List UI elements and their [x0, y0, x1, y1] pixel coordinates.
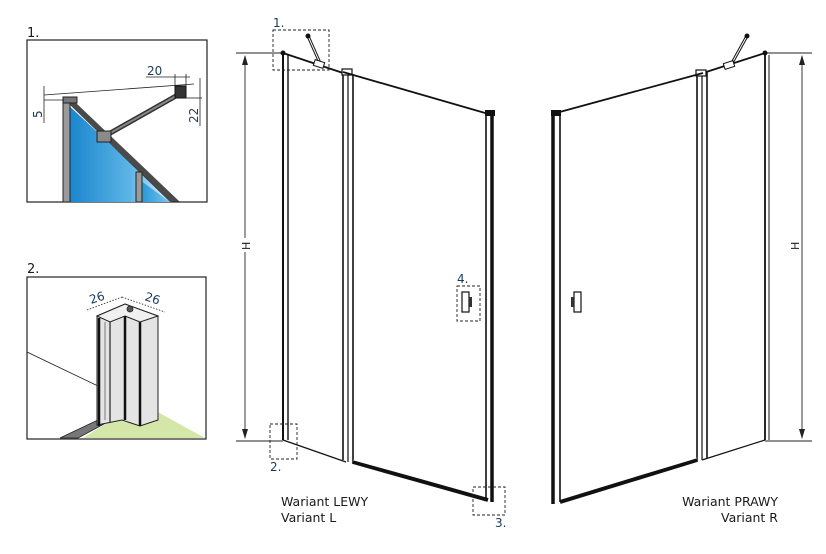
door-handle-left: [461, 291, 470, 313]
dim-26-b: 26: [143, 290, 162, 308]
dim-20: 20: [147, 64, 162, 78]
left-variant-line2: Variant L: [281, 510, 337, 525]
callout-box-1: [272, 29, 330, 71]
wall-bracket: [174, 85, 187, 99]
glass-clamp: [96, 130, 112, 143]
detail-1-label: 1.: [27, 26, 39, 41]
right-variant-line1: Wariant PRAWY: [682, 494, 778, 509]
detail-2: 2. 26 26: [26, 262, 207, 440]
dim-26-a: 26: [88, 289, 107, 307]
callout-3-left: 3.: [495, 516, 506, 530]
detail-1: 1. 5 20 22: [26, 26, 208, 203]
callout-1-left: 1.: [273, 16, 284, 30]
callout-box-3: [472, 486, 506, 516]
right-height-label: H: [789, 242, 802, 250]
callout-box-2: [269, 423, 298, 460]
detail-2-label: 2.: [27, 262, 39, 277]
callout-box-4: [456, 285, 481, 322]
callout-2-left: 2.: [270, 460, 281, 474]
dim-5: 5: [31, 110, 45, 118]
wall-profile: [62, 99, 71, 202]
left-variant-caption: Wariant LEWY Variant L: [281, 494, 368, 526]
left-height-label: H: [240, 242, 253, 250]
right-variant-drawing: H: [551, 33, 812, 504]
right-variant-caption: Wariant PRAWY Variant R: [660, 494, 778, 526]
dim-22: 22: [187, 108, 201, 123]
left-variant-drawing: H 1. 2. 3. 4.: [236, 16, 506, 530]
corner-profile: [96, 303, 159, 427]
right-variant-line2: Variant R: [721, 510, 778, 525]
left-variant-line1: Wariant LEWY: [281, 494, 369, 509]
callout-4-left: 4.: [457, 272, 468, 286]
door-handle-right: [573, 291, 582, 313]
